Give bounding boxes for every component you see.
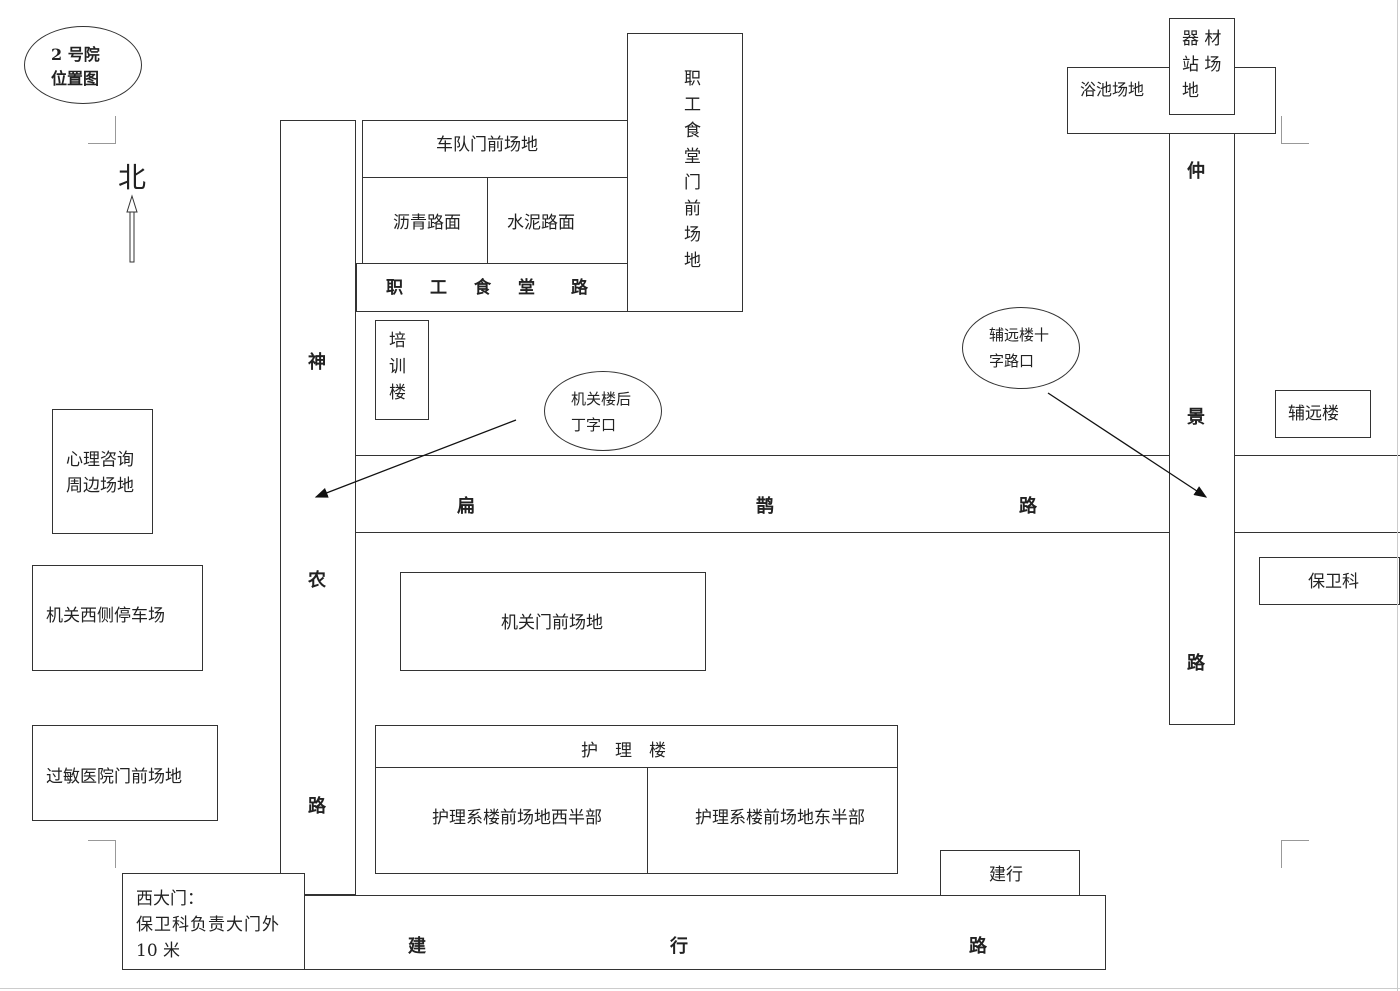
canteen-front-char: 职 bbox=[684, 69, 701, 89]
motorcade-area bbox=[362, 120, 628, 178]
nursing-building-label: 护 理 楼 bbox=[581, 741, 666, 761]
equipment-station-line: 站 场 bbox=[1182, 55, 1222, 75]
west-gate-line1: 西大门： bbox=[136, 889, 204, 909]
office-front-label: 机关门前场地 bbox=[501, 613, 603, 633]
equipment-station-label: 器 材 站 场 地 bbox=[1182, 26, 1221, 104]
office-t-junction-line1: 机关楼后 bbox=[571, 390, 632, 408]
psych-area-line2: 周边场地 bbox=[66, 476, 134, 496]
north-label: 北 bbox=[118, 161, 147, 194]
zhongjing-road-label-2: 景 bbox=[1187, 407, 1205, 428]
canteen-front-char: 食 bbox=[684, 121, 701, 141]
training-building-label: 培 训 楼 bbox=[389, 328, 406, 406]
bianque-road-label-3: 路 bbox=[1019, 496, 1037, 517]
bianque-road bbox=[356, 455, 1400, 533]
canteen-front-area bbox=[627, 33, 743, 312]
nursing-building bbox=[375, 725, 898, 768]
shennong-road-label-3: 路 bbox=[308, 796, 326, 817]
jianxing-road-label-1: 建 bbox=[408, 936, 426, 957]
training-building-char: 培 bbox=[389, 331, 406, 351]
canteen-road-char-2: 工 bbox=[430, 278, 447, 298]
fuyuan-crossroad-line2: 字路口 bbox=[989, 352, 1035, 370]
map-title-line2: 位置图 bbox=[51, 69, 100, 88]
ccb-bank bbox=[940, 850, 1080, 896]
fuyuan-building bbox=[1275, 390, 1371, 438]
canteen-road-char-1: 职 bbox=[386, 278, 403, 298]
ccb-bank-label: 建行 bbox=[989, 865, 1023, 885]
zhongjing-road-label-1: 仲 bbox=[1187, 161, 1205, 182]
canteen-front-char: 堂 bbox=[684, 147, 701, 167]
map-title-line1: 2 号院 bbox=[51, 45, 100, 64]
page-right-line bbox=[1397, 0, 1398, 991]
page-bottom-line bbox=[0, 988, 1400, 989]
equipment-station bbox=[1169, 18, 1235, 115]
bianque-road-label-1: 扁 bbox=[457, 496, 475, 517]
north-arrow-icon bbox=[126, 194, 138, 263]
jianxing-road bbox=[304, 895, 1106, 970]
west-gate-line2: 保卫科负责大门外 bbox=[136, 915, 280, 935]
west-parking-label: 机关西侧停车场 bbox=[46, 606, 165, 626]
canteen-front-char: 前 bbox=[684, 199, 701, 219]
psych-area bbox=[52, 409, 153, 534]
west-gate-line3: 10 米 bbox=[136, 941, 181, 961]
nursing-west-area bbox=[375, 767, 648, 874]
canteen-road bbox=[356, 263, 628, 312]
asphalt-area bbox=[362, 177, 488, 264]
shennong-road bbox=[280, 120, 356, 895]
zhongjing-road-label-3: 路 bbox=[1187, 653, 1205, 674]
crop-mark-bottom-right bbox=[1281, 840, 1309, 868]
allergy-hospital-label: 过敏医院门前场地 bbox=[46, 767, 182, 787]
allergy-hospital-area bbox=[32, 725, 218, 821]
fuyuan-building-label: 辅远楼 bbox=[1288, 404, 1339, 424]
fuyuan-crossroad-line1: 辅远楼十 bbox=[989, 326, 1050, 344]
training-building-char: 楼 bbox=[389, 383, 406, 403]
office-t-junction-callout: 机关楼后 丁字口 bbox=[544, 371, 662, 451]
canteen-road-char-4: 堂 bbox=[518, 278, 535, 298]
nursing-east-area bbox=[647, 767, 898, 874]
jianxing-road-label-3: 路 bbox=[969, 936, 987, 957]
zhongjing-road bbox=[1169, 133, 1235, 725]
bianque-road-label-2: 鹊 bbox=[756, 496, 774, 517]
fuyuan-crossroad-callout: 辅远楼十 字路口 bbox=[962, 307, 1080, 389]
office-front-area bbox=[400, 572, 706, 671]
cement-area-label: 水泥路面 bbox=[507, 213, 575, 233]
crop-mark-top-right bbox=[1281, 116, 1309, 144]
security-office-label: 保卫科 bbox=[1308, 572, 1359, 592]
shennong-road-label-2: 农 bbox=[308, 570, 326, 591]
equipment-station-line: 器 材 bbox=[1182, 29, 1222, 49]
map-title-ellipse: 2 号院 位置图 bbox=[24, 26, 142, 104]
canteen-front-char: 工 bbox=[684, 95, 701, 115]
canteen-front-char: 地 bbox=[684, 251, 701, 271]
jianxing-road-label-2: 行 bbox=[670, 936, 688, 957]
motorcade-area-label: 车队门前场地 bbox=[436, 135, 538, 155]
asphalt-area-label: 沥青路面 bbox=[393, 213, 461, 233]
canteen-front-label: 职 工 食 堂 门 前 场 地 bbox=[684, 66, 701, 274]
west-gate bbox=[122, 873, 305, 970]
crop-mark-bottom-left bbox=[88, 840, 116, 868]
security-office bbox=[1259, 557, 1400, 605]
nursing-east-label: 护理系楼前场地东半部 bbox=[695, 808, 865, 828]
psych-area-line1: 心理咨询 bbox=[66, 450, 134, 470]
canteen-road-char-5: 路 bbox=[571, 278, 588, 298]
office-t-junction-line2: 丁字口 bbox=[571, 416, 617, 434]
west-parking bbox=[32, 565, 203, 671]
nursing-west-label: 护理系楼前场地西半部 bbox=[432, 808, 602, 828]
canteen-front-char: 门 bbox=[684, 173, 701, 193]
bath-area-label: 浴池场地 bbox=[1080, 80, 1145, 99]
canteen-road-char-3: 食 bbox=[474, 278, 491, 298]
training-building-char: 训 bbox=[389, 357, 406, 377]
crop-mark-top-left bbox=[88, 116, 116, 144]
canteen-front-char: 场 bbox=[684, 225, 701, 245]
training-building bbox=[375, 320, 429, 420]
shennong-road-label-1: 神 bbox=[308, 352, 326, 373]
equipment-station-line: 地 bbox=[1182, 81, 1199, 101]
